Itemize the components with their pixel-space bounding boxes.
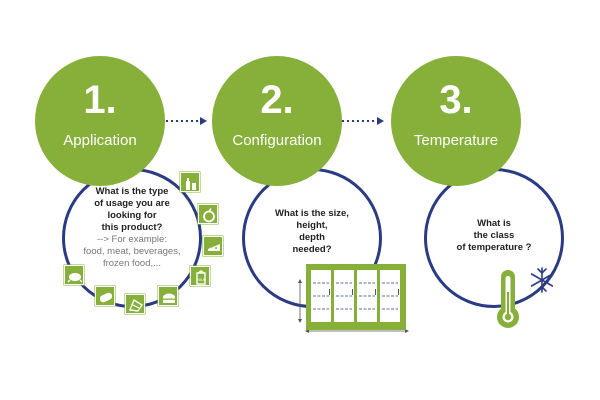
step-3-question-line: of temperature ? [456, 242, 532, 253]
cheese-icon [203, 236, 223, 256]
thermometer-icon [497, 270, 519, 328]
milk-label: MILK [197, 278, 206, 282]
step-1-title: Application [63, 132, 137, 149]
step-3-question-line: the class [473, 230, 515, 241]
milk-icon: MILK [190, 266, 210, 286]
step-2-question-line: needed? [292, 244, 332, 255]
step-3-ring [424, 168, 564, 308]
step-2-question-line: What is the size, [275, 208, 349, 219]
arrow-1-to-2 [166, 117, 207, 125]
snowflake-icon [530, 267, 554, 293]
step-3-number: 3. [439, 78, 473, 122]
chicken-icon [64, 265, 84, 285]
step-1-question: What is the type of usage you are lookin… [82, 186, 182, 270]
sausage-icon [95, 286, 115, 306]
step-1-question-line: looking for [107, 210, 157, 221]
arrow-2-to-3 [342, 117, 384, 125]
step-1-example-line: frozen food,... [102, 258, 162, 269]
step-2-number: 2. [260, 78, 294, 122]
bottle-icon [180, 172, 200, 192]
step-1-example-line: food, meat, beverages, [83, 246, 181, 257]
apple-icon [198, 204, 218, 224]
step-1-header: 1. Application [35, 56, 165, 186]
step-3-title: Temperature [413, 132, 499, 149]
bread-icon [125, 294, 145, 314]
step-1-example-line: --> For example: [97, 234, 167, 245]
step-2-question-line: height, [296, 220, 328, 231]
step-2-question-line: depth [299, 232, 325, 243]
step-2-question: What is the size, height, depth needed? [262, 208, 362, 256]
cake-icon [158, 286, 178, 306]
step-3-question: What is the class of temperature ? [444, 218, 544, 254]
step-1-number: 1. [83, 78, 117, 122]
step-1-question-line: What is the type [95, 186, 169, 197]
step-3-question-line: What is [477, 218, 511, 229]
step-2-title: Configuration [232, 132, 322, 149]
step-1-question-line: this product? [101, 222, 163, 233]
step-1-question-line: of usage you are [94, 198, 170, 209]
step-3-header: 3. Temperature [391, 56, 521, 186]
step-2-header: 2. Configuration [212, 56, 342, 186]
step-1-ring [62, 168, 202, 308]
